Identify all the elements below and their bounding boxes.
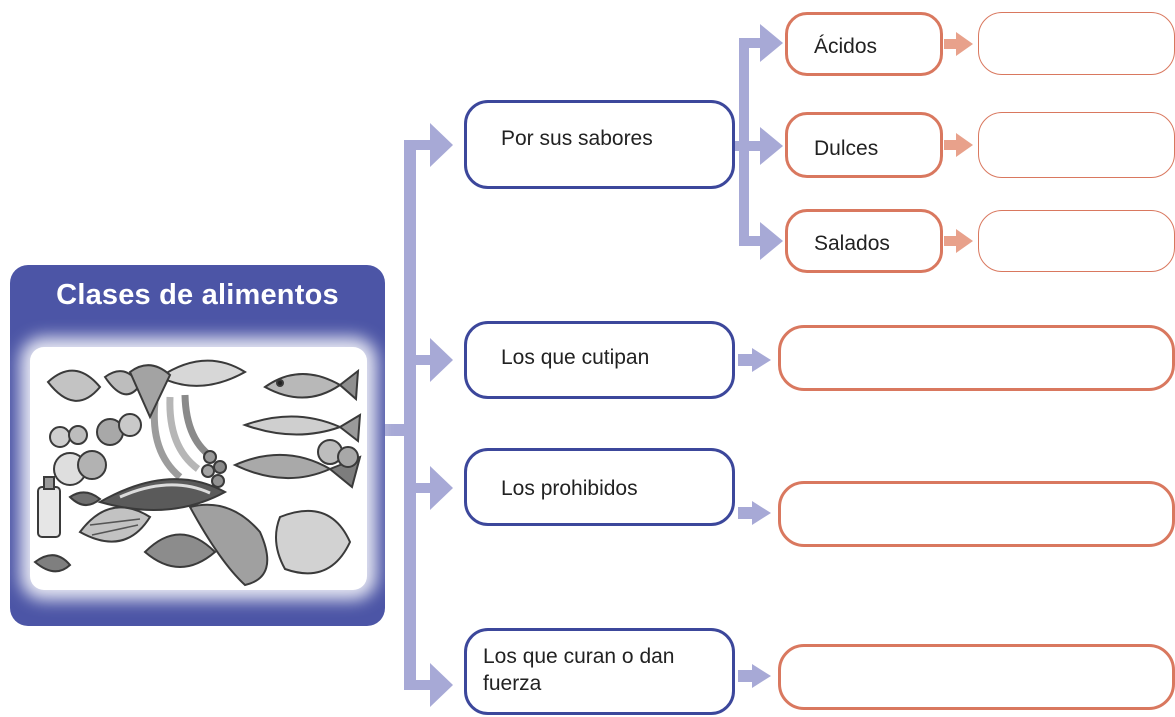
salados-answer-arrow-shaft (944, 236, 959, 246)
category-label: Los que curan o dan fuerza (483, 645, 675, 695)
flavor-arrow-acidos-shaft (739, 38, 763, 48)
flavor-arrow-salados-shaft (739, 236, 763, 246)
flavor-arrow-acidos-head (760, 24, 783, 62)
category-los-prohibidos: Los prohibidos (464, 448, 735, 526)
flavor-label: Ácidos (814, 35, 878, 58)
flavor-label: Salados (814, 232, 890, 255)
acidos-answer-arrow-shaft (944, 39, 959, 49)
branch-arrow-cutipan-head (430, 338, 453, 382)
branch-arrow-curan-shaft (404, 680, 432, 690)
branch-arrow-prohibidos-head (430, 466, 453, 510)
answer-box-dulces[interactable] (978, 112, 1175, 178)
answer-box-curan[interactable] (778, 644, 1175, 710)
flavor-label: Dulces (814, 137, 879, 160)
category-por-sus-sabores: Por sus sabores (464, 100, 735, 189)
flavor-salados: Salados (785, 209, 943, 273)
prohibidos-answer-arrow-shaft (738, 507, 754, 519)
category-label: Los prohibidos (501, 477, 638, 500)
branch-arrow-prohibidos-shaft (404, 483, 432, 493)
flavor-arrow-dulces-shaft (739, 141, 763, 151)
prohibidos-answer-arrow-head (752, 501, 771, 525)
food-illustration (30, 347, 367, 590)
flavor-arrow-dulces-head (760, 127, 783, 165)
branch-arrow-sabores-shaft (404, 140, 432, 150)
category-label: Los que cutipan (501, 346, 650, 369)
category-los-que-cutipan: Los que cutipan (464, 321, 735, 399)
curan-answer-arrow-head (752, 664, 771, 688)
branch-arrow-curan-head (430, 663, 453, 707)
curan-answer-arrow-shaft (738, 670, 754, 682)
dulces-answer-arrow-head (956, 133, 973, 157)
flavor-acidos: Ácidos (785, 12, 943, 76)
flavor-dulces: Dulces (785, 112, 943, 178)
salados-answer-arrow-head (956, 229, 973, 253)
branch-arrow-sabores-head (430, 123, 453, 167)
food-collage-icon (33, 359, 362, 587)
flavor-arrow-salados-head (760, 222, 783, 260)
answer-box-prohibidos[interactable] (778, 481, 1175, 547)
answer-box-acidos[interactable] (978, 12, 1175, 75)
category-los-que-curan: Los que curan o dan fuerza (464, 628, 735, 715)
main-title: Clases de alimentos (56, 279, 339, 311)
cutipan-answer-arrow-head (752, 348, 771, 372)
main-topic-box: Clases de alimentos (10, 265, 385, 626)
branch-arrow-cutipan-shaft (404, 355, 432, 365)
acidos-answer-arrow-head (956, 32, 973, 56)
answer-box-cutipan[interactable] (778, 325, 1175, 391)
category-label: Por sus sabores (501, 127, 653, 150)
cutipan-answer-arrow-shaft (738, 354, 754, 366)
answer-box-salados[interactable] (978, 210, 1175, 272)
vertical-spine (404, 140, 416, 690)
dulces-answer-arrow-shaft (944, 140, 959, 150)
